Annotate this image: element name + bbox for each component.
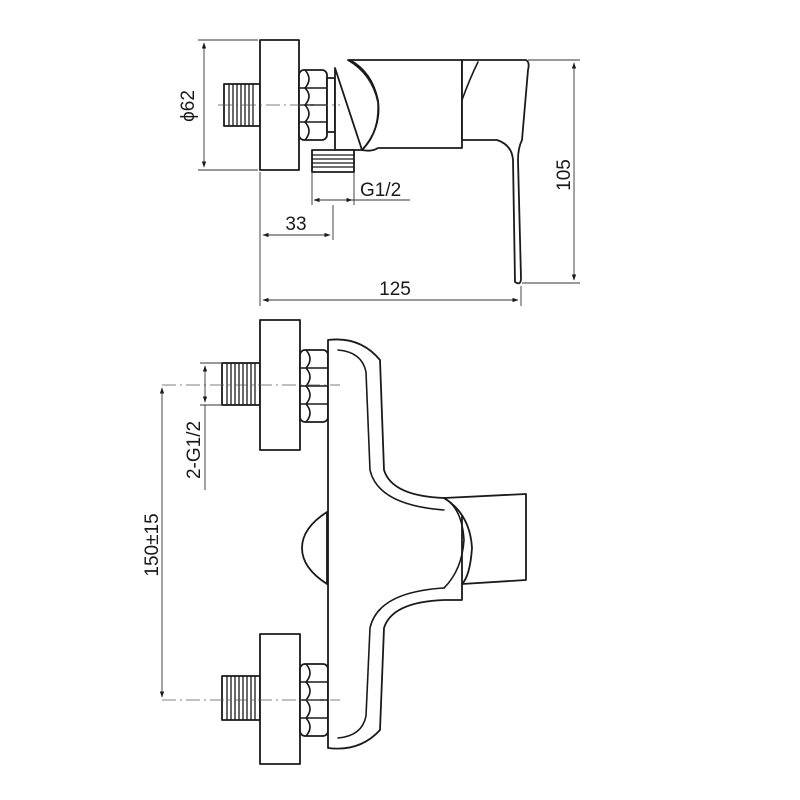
lower-flange [259,633,301,765]
dim-center-distance-label: 150±15 [142,513,163,576]
upper-hex-nut [299,349,329,423]
side-view: ϕ62 G1/2 33 105 125 [178,39,580,306]
dim-length-label: 125 [379,279,411,300]
side-body [334,59,463,152]
dim-height-label: 105 [554,159,575,191]
dim-inlet-threads: 2-G1/2 [184,362,222,490]
upper-inlet-thread [221,362,261,406]
dim-length: 125 [259,240,522,306]
dim-inlet-threads-label: 2-G1/2 [184,421,205,479]
dim-offset-label: 33 [285,214,306,235]
top-lever-handle [443,493,527,585]
dim-flange-diameter: ϕ62 [178,39,258,171]
dim-height: 105 [522,59,580,284]
lower-inlet-thread [221,675,261,721]
dim-offset: 33 [259,172,334,240]
top-body [327,338,463,750]
top-view: 2-G1/2 150±15 [142,319,527,765]
dim-center-distance: 150±15 [142,387,165,698]
side-outlet-thread [311,149,355,173]
dim-flange-diameter-label: ϕ62 [178,90,199,122]
dim-thread-top-label: G1/2 [360,180,401,201]
dim-thread-top: G1/2 [311,172,410,205]
spout-dome [301,511,328,585]
side-lever-handle [461,59,530,285]
